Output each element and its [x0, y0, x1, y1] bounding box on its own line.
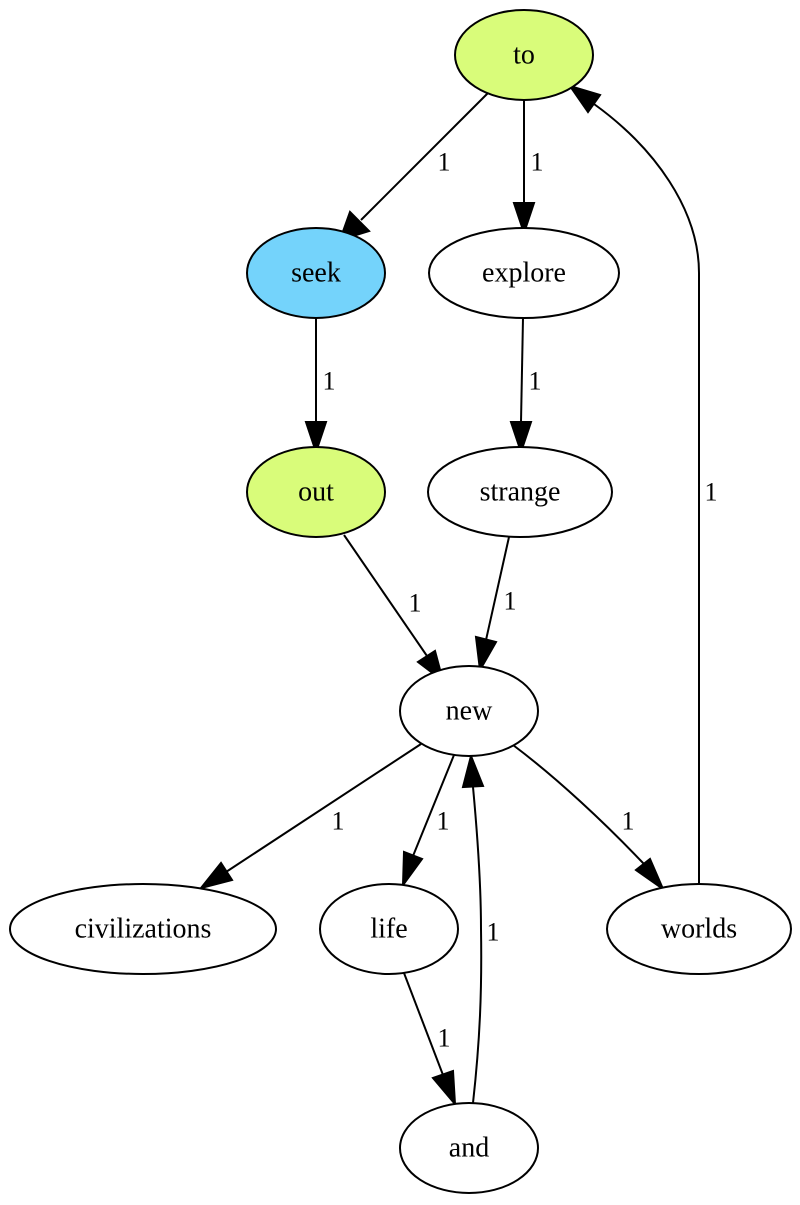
edge-explore-to-strange: 1 [509, 317, 542, 456]
node-label: worlds [661, 914, 737, 945]
edge-life-to-and: 1 [403, 972, 457, 1107]
node-worlds: worlds [606, 883, 792, 975]
node-out: out [246, 446, 386, 538]
node-label: life [370, 914, 407, 945]
node-ellipse [399, 665, 539, 757]
edge-line [593, 103, 700, 884]
nodes-layer: to seek explore out strange new civilizations l… [9, 9, 792, 1194]
node-seek: seek [246, 227, 386, 319]
arrowhead-icon [304, 421, 328, 456]
edge-line [412, 754, 455, 857]
node-ellipse [246, 446, 386, 538]
edge-new-to-civilizations: 1 [198, 743, 422, 890]
arrowhead-icon [509, 421, 533, 456]
edge-weight-label: 1 [323, 367, 336, 396]
edge-weight-label: 1 [705, 478, 718, 507]
node-ellipse [319, 883, 459, 975]
edge-line [360, 92, 489, 221]
node-label: civilizations [75, 914, 212, 945]
edge-weight-label: 1 [332, 807, 345, 836]
edge-line [485, 536, 510, 641]
edge-weight-label: 1 [487, 918, 500, 947]
node-label: strange [480, 477, 561, 508]
edge-seek-to-out: 1 [304, 318, 336, 456]
edge-weight-label: 1 [504, 587, 517, 616]
node-label: to [513, 40, 535, 71]
edge-weight-label: 1 [437, 807, 450, 836]
node-ellipse [606, 883, 792, 975]
edge-weight-label: 1 [409, 589, 422, 618]
arrowhead-icon [567, 84, 602, 114]
node-to: to [454, 9, 594, 101]
node-new: new [399, 665, 539, 757]
node-ellipse [428, 227, 620, 319]
edge-and-to-new: 1 [461, 752, 500, 1104]
arrowhead-icon [401, 850, 424, 889]
edge-new-to-life: 1 [401, 754, 455, 889]
node-life: life [319, 883, 459, 975]
edge-new-to-worlds: 1 [512, 744, 666, 892]
node-ellipse [454, 9, 594, 101]
edge-line [472, 786, 483, 1104]
edge-weight-label: 1 [438, 148, 451, 177]
edges-layer: 1 1 1 1 1 1 1 1 1 1 1 1 [198, 84, 718, 1107]
edge-line [225, 743, 422, 873]
node-strange: strange [427, 446, 613, 538]
edge-weight-label: 1 [438, 1024, 451, 1053]
node-label: new [446, 696, 493, 727]
node-label: out [298, 477, 334, 508]
edge-line [403, 972, 444, 1076]
edge-out-to-new: 1 [343, 534, 445, 684]
node-label: and [449, 1133, 489, 1164]
node-civilizations: civilizations [9, 883, 277, 975]
arrowhead-icon [198, 861, 234, 890]
edge-weight-label: 1 [529, 367, 542, 396]
node-and: and [399, 1102, 539, 1194]
edge-to-to-explore: 1 [512, 100, 544, 237]
edge-line [512, 744, 645, 865]
edge-weight-label: 1 [531, 148, 544, 177]
node-ellipse [9, 883, 277, 975]
node-ellipse [399, 1102, 539, 1194]
edge-to-to-seek: 1 [338, 92, 489, 242]
edge-line [520, 317, 524, 423]
arrowhead-icon [431, 1069, 457, 1107]
edge-line [343, 534, 428, 657]
arrowhead-icon [634, 857, 666, 892]
arrowhead-icon [461, 752, 485, 789]
edge-weight-label: 1 [622, 807, 635, 836]
node-label: explore [482, 258, 566, 289]
arrowhead-icon [512, 202, 536, 237]
node-ellipse [246, 227, 386, 319]
edge-strange-to-new: 1 [474, 536, 517, 674]
node-ellipse [427, 446, 613, 538]
node-label: seek [291, 258, 341, 289]
edge-worlds-to-to: 1 [567, 84, 718, 884]
arrowhead-icon [474, 635, 498, 674]
node-explore: explore [428, 227, 620, 319]
